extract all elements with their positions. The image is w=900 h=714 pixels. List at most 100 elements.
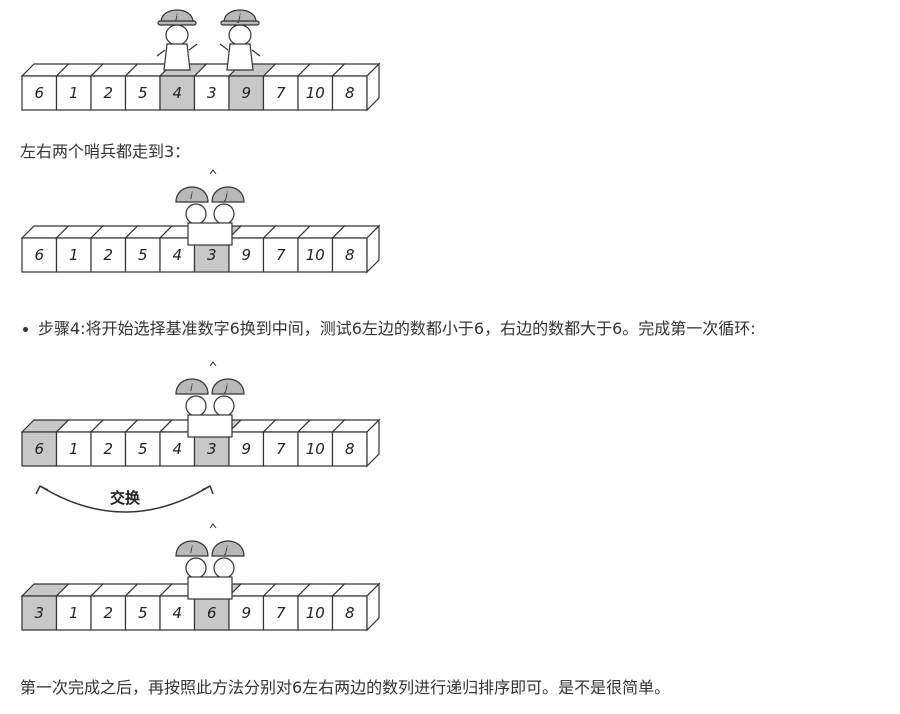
array-cell	[124, 75, 161, 111]
sentinels-together: i j	[175, 361, 245, 438]
array-cell	[124, 237, 161, 273]
array-cell	[262, 75, 299, 111]
final-text: 第一次完成之后，再按照此方法分别对6左右两边的数列进行递归排序即可。是不是很简单…	[20, 678, 671, 697]
array-cell	[262, 595, 299, 631]
array-cell-value: 4	[172, 604, 182, 622]
array-cell-value: 5	[138, 440, 148, 458]
array-cell-value: 9	[241, 440, 251, 458]
sentinels-together: i j	[175, 169, 245, 246]
array-cell-value: 4	[172, 246, 182, 264]
array-cell-value: 3	[34, 604, 44, 622]
array-cell-value: 8	[345, 604, 355, 622]
array-cell	[55, 237, 92, 273]
array-cell-value: 9	[241, 246, 251, 264]
array-cell-value: 1	[69, 84, 79, 102]
sentinel-i-label: i	[190, 383, 193, 394]
array-cell-value: 8	[345, 246, 355, 264]
array-cell	[331, 75, 368, 111]
array-cell	[124, 431, 161, 467]
array-cell	[228, 237, 265, 273]
array-cell	[262, 431, 299, 467]
array-cell	[159, 595, 196, 631]
array-cell-value: 7	[276, 440, 286, 458]
swap-label: 交换	[110, 489, 141, 507]
array-cell	[262, 237, 299, 273]
figure-array-3: 6 1 2 5 4 3 9 7 10 8 i j 交换	[20, 361, 381, 513]
array-cell-value: 10	[306, 246, 325, 264]
array-cell	[159, 75, 196, 111]
array-cell	[331, 595, 368, 631]
array-cell	[55, 431, 92, 467]
array-cell-value: 2	[103, 440, 113, 458]
array-cell-value: 5	[138, 604, 148, 622]
array-cell-value: 6	[34, 440, 44, 458]
array-cell-value: 4	[172, 440, 182, 458]
array-cell	[297, 237, 334, 273]
figure-array-4: 3 1 2 5 4 6 9 7 10 8 i j	[20, 523, 381, 632]
swap-arrowhead-left	[35, 484, 49, 495]
array-cell-value: 1	[69, 246, 79, 264]
array-cell-value: 7	[276, 84, 286, 102]
array-cell-value: 7	[276, 246, 286, 264]
array-cell-value: 8	[345, 440, 355, 458]
array-cell	[331, 237, 368, 273]
array-cell-value: 8	[345, 84, 355, 102]
sentinel-i-label: i	[175, 13, 178, 24]
array-cell	[55, 595, 92, 631]
array-cell	[159, 431, 196, 467]
array-cell	[55, 75, 92, 111]
array-cell	[90, 595, 127, 631]
array-cell-value: 2	[103, 84, 113, 102]
array-cell	[193, 431, 230, 467]
sentinel-j-label: j	[223, 191, 228, 202]
step4-text: 步骤4:将开始选择基准数字6换到中间，测试6左边的数都小于6，右边的数都大于6。…	[38, 319, 756, 338]
sentinel-j-label: j	[236, 13, 241, 24]
array-cell-value: 2	[103, 246, 113, 264]
array-cell-value: 5	[138, 246, 148, 264]
sentinel-j: j	[219, 9, 261, 71]
array-cell	[228, 75, 265, 111]
array-side-face	[366, 582, 380, 632]
array-side-face	[366, 418, 380, 468]
sentinel-j-label: j	[223, 383, 228, 394]
array-cell-value: 10	[306, 84, 325, 102]
swap-arrowhead-right	[201, 484, 214, 495]
array-cell-value: 3	[207, 246, 217, 264]
array-cell-value: 10	[306, 604, 325, 622]
array-cell	[21, 237, 58, 273]
array-cell	[297, 431, 334, 467]
array-cell-value: 6	[207, 604, 217, 622]
array-cell-value: 9	[241, 84, 251, 102]
array-cell-value: 5	[138, 84, 148, 102]
array-cell	[21, 431, 58, 467]
array-cell-value: 2	[103, 604, 113, 622]
bullet-dot	[23, 327, 28, 332]
array-cell-value: 6	[34, 246, 44, 264]
array-cell-value: 4	[172, 84, 182, 102]
array-cell	[124, 595, 161, 631]
array-cell-value: 7	[276, 604, 286, 622]
sentinel-i-label: i	[190, 545, 193, 556]
array-cell-value: 1	[69, 604, 79, 622]
array-cell	[90, 237, 127, 273]
array-cell-value: 3	[207, 440, 217, 458]
array-cell	[297, 75, 334, 111]
array-cell	[331, 431, 368, 467]
array-cell-value: 1	[69, 440, 79, 458]
swap-arrow	[39, 485, 211, 513]
array-cell	[297, 595, 334, 631]
sentinels-together: i j	[175, 523, 245, 600]
array-cell	[228, 595, 265, 631]
sentinel-i: i	[156, 9, 198, 71]
array-cell	[90, 431, 127, 467]
sentence-both-at-3: 左右两个哨兵都走到3：	[20, 142, 191, 161]
array-side-face	[366, 224, 380, 274]
array-cell-value: 6	[34, 84, 44, 102]
figure-array-2: 6 1 2 5 4 3 9 7 10 8 i j	[20, 169, 381, 274]
sentinel-i-label: i	[190, 191, 193, 202]
array-cell-value: 9	[241, 604, 251, 622]
array-cell-value: 10	[306, 440, 325, 458]
array-cell	[228, 431, 265, 467]
sentinel-j-label: j	[223, 545, 228, 556]
